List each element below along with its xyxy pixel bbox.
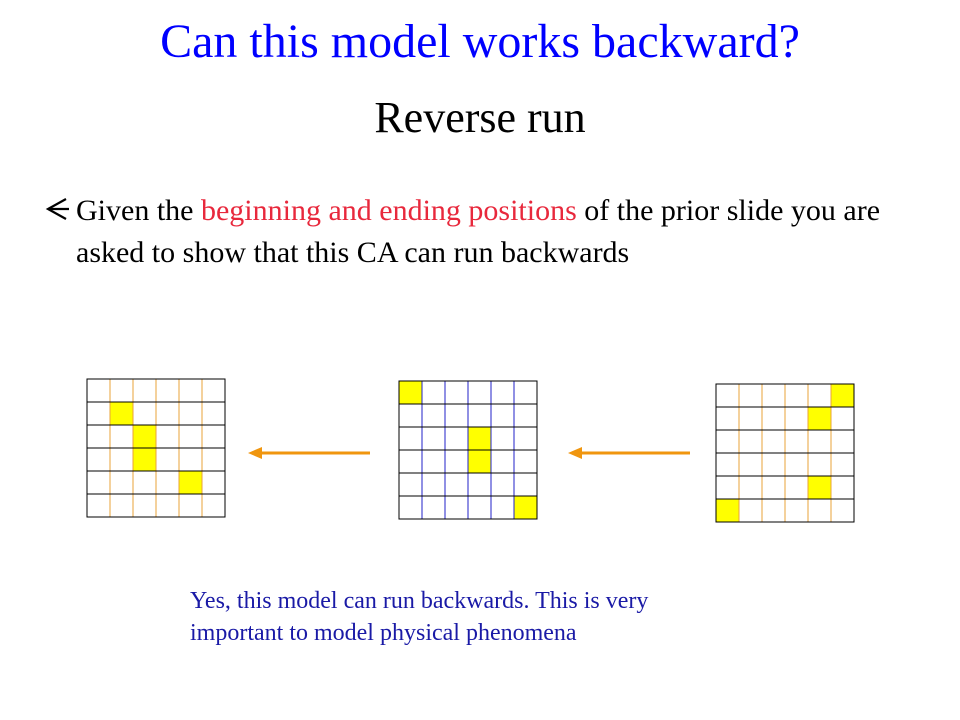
grid-start-svg <box>715 383 855 523</box>
filled-cell <box>179 471 202 494</box>
filled-cell <box>514 496 537 519</box>
slide-subtitle: Reverse run <box>374 93 586 142</box>
grid-start <box>715 383 855 523</box>
filled-cell <box>808 476 831 499</box>
left-arrow-bullet-icon <box>45 198 69 220</box>
filled-cell <box>808 407 831 430</box>
filled-cell <box>716 499 739 522</box>
grid-border <box>86 378 226 518</box>
caption-line-2: important to model physical phenomena <box>190 620 577 646</box>
caption: Yes, this model can run backwards. This … <box>190 585 870 649</box>
filled-cell <box>468 450 491 473</box>
grid-middle-svg <box>398 380 538 520</box>
slide-title: Can this model works backward? <box>160 15 800 68</box>
bullet-highlight: beginning and ending positions <box>200 194 577 227</box>
filled-cell <box>399 381 422 404</box>
bullet-item: Given the beginning and ending positions… <box>40 190 900 274</box>
filled-cell <box>133 425 156 448</box>
arrow-left-icon <box>568 447 690 459</box>
filled-cell <box>133 448 156 471</box>
grid-result-svg <box>86 378 226 518</box>
filled-cell <box>110 402 133 425</box>
bullet-text-end: of the prior slide you are asked to show… <box>76 194 881 269</box>
grid-result <box>86 378 226 518</box>
bullet-text-start: Given the <box>76 194 201 227</box>
grid-middle <box>398 380 538 520</box>
arrow-left-icon <box>248 447 370 459</box>
caption-line-1: Yes, this model can run backwards. This … <box>190 588 649 614</box>
grid-border <box>715 383 855 523</box>
filled-cell <box>468 427 491 450</box>
grid-border <box>398 380 538 520</box>
filled-cell <box>831 384 854 407</box>
bullet-text: Given the beginning and ending positions… <box>76 190 900 274</box>
